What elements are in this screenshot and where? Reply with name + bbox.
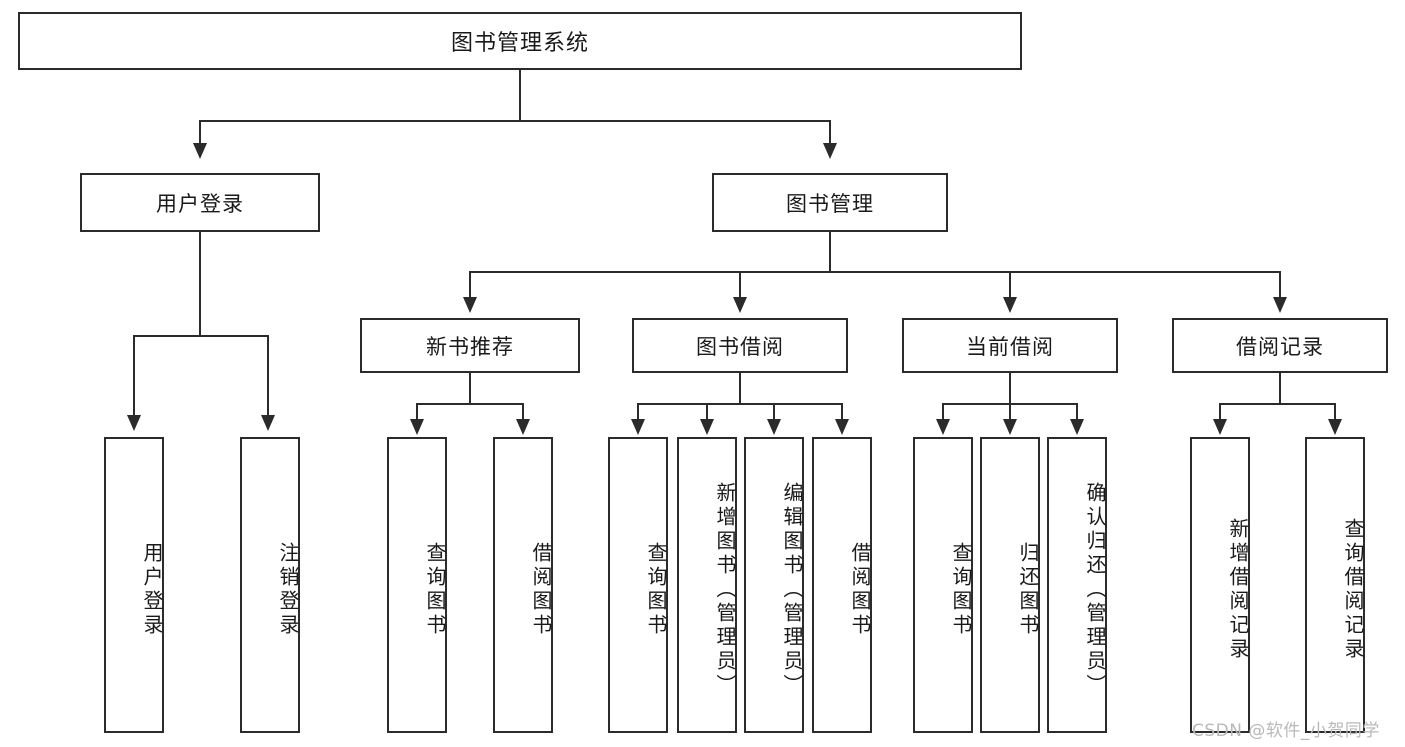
node-label: 查询借阅记录 [1341,518,1365,662]
arrowhead-bb-to-leaf-2 [700,419,714,435]
node-label: 当前借阅 [966,334,1054,359]
connector-borrow-record-bar [1219,403,1335,405]
connector-user-login-bar [133,335,269,337]
node-root-book-management-system[interactable]: 图书管理系统 [18,12,1022,70]
connector-cb-to-leaf-1 [942,403,944,421]
connector-cb-to-leaf-2 [1009,403,1011,421]
connector-root-to-book-management [829,120,831,145]
node-label: 新书推荐 [426,334,514,359]
connector-nb-to-leaf-2 [522,403,524,421]
node-label: 图书管理系统 [450,31,589,56]
arrowhead-cb-to-leaf-1 [936,419,950,435]
connector-nb-to-leaf-1 [416,403,418,421]
leaf-user-login[interactable]: 用户登录 [104,437,164,733]
leaf-bb-edit-book-admin[interactable]: 编辑图书（管理员） [744,437,804,733]
arrowhead-root-to-user-login [193,143,207,159]
connector-new-book-stem [469,373,471,405]
connector-bm-to-new-book [469,271,471,299]
node-book-management[interactable]: 图书管理 [712,173,948,232]
arrowhead-br-to-leaf-1 [1213,419,1227,435]
arrowhead-bm-to-new-book [463,297,477,313]
node-label: 借阅图书 [529,542,553,638]
arrowhead-bm-to-book-borrow [733,297,747,313]
connector-root-bar [199,120,831,122]
connector-user-login-stem [199,232,201,337]
node-label: 归还图书 [1016,542,1040,638]
arrowhead-bb-to-leaf-1 [631,419,645,435]
node-label: 图书管理 [786,191,874,216]
connector-book-borrow-bar [637,403,843,405]
arrowhead-nb-to-leaf-2 [516,419,530,435]
leaf-br-query-record[interactable]: 查询借阅记录 [1305,437,1365,733]
connector-current-borrow-stem [1009,373,1011,405]
node-label: 借阅记录 [1236,334,1324,359]
connector-bm-to-borrow-record [1279,271,1281,299]
connector-br-to-leaf-1 [1219,403,1221,421]
arrowhead-root-to-book-management [823,143,837,159]
arrowhead-bb-to-leaf-3 [767,419,781,435]
node-label: 新增图书（管理员） [713,482,737,698]
connector-new-book-bar [416,403,524,405]
connector-root-to-user-login [199,120,201,145]
node-label: 查询图书 [423,542,447,638]
connector-cb-to-leaf-3 [1076,403,1078,421]
arrowhead-cb-to-leaf-2 [1003,419,1017,435]
arrowhead-bm-to-current-borrow [1003,297,1017,313]
leaf-nb-query-book[interactable]: 查询图书 [387,437,447,733]
node-label: 新增借阅记录 [1226,518,1250,662]
connector-bb-to-leaf-1 [637,403,639,421]
leaf-cb-return-book[interactable]: 归还图书 [980,437,1040,733]
leaf-bb-query-book[interactable]: 查询图书 [608,437,668,733]
connector-borrow-record-stem [1279,373,1281,405]
connector-user-login-to-leaf-1 [133,335,135,417]
node-current-borrow[interactable]: 当前借阅 [902,318,1118,373]
connector-user-login-to-leaf-2 [267,335,269,417]
node-borrow-record[interactable]: 借阅记录 [1172,318,1388,373]
leaf-nb-borrow-book[interactable]: 借阅图书 [493,437,553,733]
arrowhead-user-login-to-leaf-2 [261,415,275,431]
arrowhead-user-login-to-leaf-1 [127,415,141,431]
leaf-cb-query-book[interactable]: 查询图书 [913,437,973,733]
node-label: 借阅图书 [848,542,872,638]
node-label: 用户登录 [156,191,244,216]
node-label: 查询图书 [949,542,973,638]
leaf-bb-borrow-book[interactable]: 借阅图书 [812,437,872,733]
arrowhead-bm-to-borrow-record [1273,297,1287,313]
node-label: 用户登录 [140,542,164,638]
node-label: 查询图书 [644,542,668,638]
node-new-book-recommend[interactable]: 新书推荐 [360,318,580,373]
node-user-login[interactable]: 用户登录 [80,173,320,232]
connector-bb-to-leaf-4 [841,403,843,421]
leaf-cb-confirm-return-admin[interactable]: 确认归还（管理员） [1047,437,1107,733]
connector-bm-to-book-borrow [739,271,741,299]
connector-bm-to-current-borrow [1009,271,1011,299]
node-label: 编辑图书（管理员） [780,482,804,698]
arrowhead-bb-to-leaf-4 [835,419,849,435]
node-book-borrow[interactable]: 图书借阅 [632,318,848,373]
connector-bb-to-leaf-3 [773,403,775,421]
connector-book-borrow-stem [739,373,741,405]
leaf-br-add-record[interactable]: 新增借阅记录 [1190,437,1250,733]
connector-br-to-leaf-2 [1334,403,1336,421]
node-label: 图书借阅 [696,334,784,359]
connector-book-management-bar [469,271,1281,273]
leaf-logout[interactable]: 注销登录 [240,437,300,733]
arrowhead-br-to-leaf-2 [1328,419,1342,435]
node-label: 确认归还（管理员） [1083,482,1107,698]
leaf-bb-add-book-admin[interactable]: 新增图书（管理员） [677,437,737,733]
arrowhead-nb-to-leaf-1 [410,419,424,435]
connector-book-management-stem [829,232,831,273]
arrowhead-cb-to-leaf-3 [1070,419,1084,435]
connector-bb-to-leaf-2 [706,403,708,421]
connector-root-stem [519,70,521,121]
node-label: 注销登录 [276,542,300,638]
